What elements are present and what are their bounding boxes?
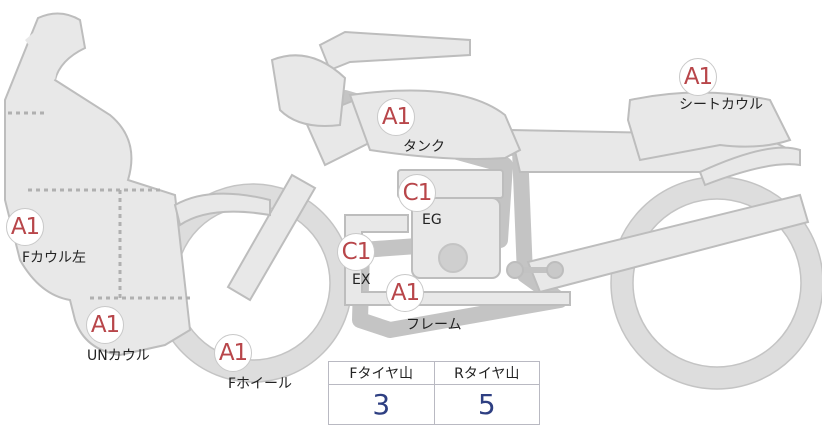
frame-grade-badge[interactable]: A1 <box>386 274 424 312</box>
f-wheel-label: Fホイール <box>228 376 293 392</box>
exhaust-pipe <box>344 214 571 306</box>
engine-grade-badge[interactable]: C1 <box>398 174 436 212</box>
tire-tread-value-row: 3 5 <box>328 384 540 425</box>
front-tire-tread-header: Fタイヤ山 <box>328 360 435 386</box>
exhaust-grade-badge[interactable]: C1 <box>337 233 375 271</box>
seat-cowl-grade-badge[interactable]: A1 <box>679 58 717 96</box>
tank-label: タンク <box>403 139 445 155</box>
exhaust-label: EX <box>352 272 371 288</box>
under-cowl-label: UNカウル <box>87 348 150 364</box>
rear-wheel <box>611 177 822 389</box>
rear-tire-tread-value[interactable]: 5 <box>433 384 540 425</box>
f-cowl-left-grade-badge[interactable]: A1 <box>6 208 44 246</box>
seat-cowl-label: シートカウル <box>679 97 763 113</box>
seat-cowl-shape <box>626 91 792 162</box>
frame-label: フレーム <box>406 317 462 333</box>
front-fork <box>226 173 317 302</box>
f-wheel-grade-badge[interactable]: A1 <box>214 334 252 372</box>
f-cowl-left-label: Fカウル左 <box>22 250 87 266</box>
under-cowl-grade-badge[interactable]: A1 <box>86 306 124 344</box>
rear-tire-tread-header: Rタイヤ山 <box>433 360 540 386</box>
headlight <box>270 54 347 127</box>
swing-arm <box>526 193 810 294</box>
tire-tread-table: Fタイヤ山 Rタイヤ山 3 5 <box>328 360 540 425</box>
front-fairing <box>4 12 192 357</box>
front-tire-tread-value[interactable]: 3 <box>328 384 435 425</box>
tire-tread-header-row: Fタイヤ山 Rタイヤ山 <box>328 360 540 386</box>
handlebar <box>318 30 471 72</box>
tank-grade-badge[interactable]: A1 <box>377 98 415 136</box>
engine-label: EG <box>422 212 442 228</box>
